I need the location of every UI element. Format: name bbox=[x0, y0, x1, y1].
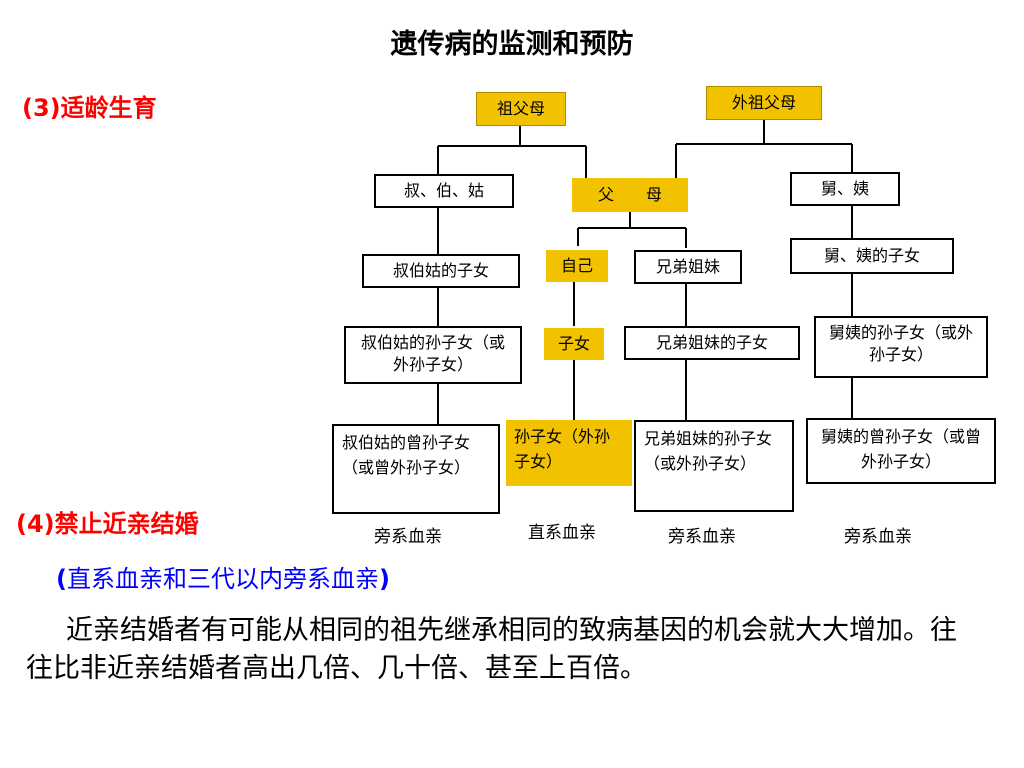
node-maternal-uncles-aunts: 舅、姨 bbox=[790, 172, 900, 206]
node-maternal-cousins-children: 舅姨的孙子女（或外孙子女） bbox=[814, 316, 988, 378]
node-siblings: 兄弟姐妹 bbox=[634, 250, 742, 284]
node-paternal-cousins-children: 叔伯姑的孙子女（或外孙子女） bbox=[344, 326, 522, 384]
close-paren: ) bbox=[378, 565, 390, 593]
consanguinity-scope-text: 直系血亲和三代以内旁系血亲 bbox=[66, 565, 379, 593]
node-self: 自己 bbox=[546, 250, 608, 282]
label-collateral-relative-3: 旁系血亲 bbox=[844, 527, 912, 547]
section-heading-age-appropriate-birth: (3)适龄生育 bbox=[22, 94, 157, 122]
label-collateral-relative-1: 旁系血亲 bbox=[374, 527, 442, 547]
label-collateral-relative-2: 旁系血亲 bbox=[668, 527, 736, 547]
node-paternal-great-grandchildren: 叔伯姑的曾孙子女（或曾外孙子女） bbox=[332, 424, 500, 514]
node-maternal-cousins: 舅、姨的子女 bbox=[790, 238, 954, 274]
node-siblings-children: 兄弟姐妹的子女 bbox=[624, 326, 800, 360]
node-children: 子女 bbox=[544, 328, 604, 360]
explanation-paragraph: 近亲结婚者有可能从相同的祖先继承相同的致病基因的机会就大大增加。往往比非近亲结婚… bbox=[26, 615, 957, 684]
node-paternal-uncles-aunts: 叔、伯、姑 bbox=[374, 174, 514, 208]
page-title: 遗传病的监测和预防 bbox=[390, 29, 634, 60]
node-siblings-grandchildren: 兄弟姐妹的孙子女（或外孙子女） bbox=[634, 420, 794, 512]
node-parents: 父 母 bbox=[572, 178, 688, 212]
node-grandchildren: 孙子女（外孙子女） bbox=[506, 420, 632, 486]
node-maternal-grandparents: 外祖父母 bbox=[706, 86, 822, 120]
label-lineal-relative: 直系血亲 bbox=[528, 523, 596, 543]
node-grandparents: 祖父母 bbox=[476, 92, 566, 126]
node-paternal-cousins: 叔伯姑的子女 bbox=[362, 254, 520, 288]
section-heading-ban-consanguineous-marriage: (4)禁止近亲结婚 bbox=[16, 510, 199, 538]
node-maternal-great-grandchildren: 舅姨的曾孙子女（或曾外孙子女） bbox=[806, 418, 996, 484]
open-paren: ( bbox=[56, 565, 67, 593]
consanguinity-scope-note: (直系血亲和三代以内旁系血亲) bbox=[56, 559, 390, 594]
